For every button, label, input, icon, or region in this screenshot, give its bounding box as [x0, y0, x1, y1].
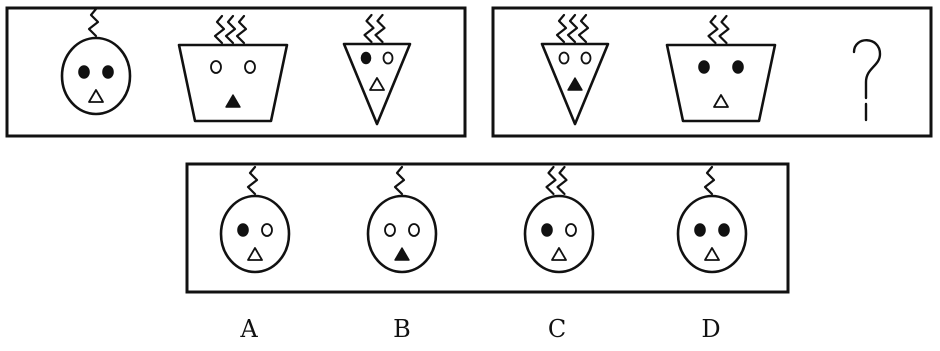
trapezoid-face-shape	[177, 43, 289, 123]
right-eye-icon	[102, 65, 114, 79]
option-label-c[interactable]: C	[548, 315, 566, 343]
right-eye-icon	[718, 223, 730, 237]
steam-squiggle-icon	[566, 13, 579, 44]
mouth-triangle-icon	[704, 247, 720, 261]
question-panel-right	[491, 6, 933, 138]
steam-squiggle-icon	[707, 14, 719, 45]
triangle-face-shape	[540, 42, 610, 126]
mouth-triangle-icon	[88, 89, 104, 103]
option-figure-b	[366, 165, 438, 274]
question-figure-2	[177, 14, 289, 123]
right-eye-icon	[732, 60, 744, 74]
question-figure-3	[342, 13, 412, 126]
steam-squiggle-icon	[363, 13, 375, 44]
left-eye-icon	[384, 223, 396, 237]
steam-squiggle-icon	[246, 165, 259, 196]
option-figure-c	[523, 165, 595, 274]
steam-squiggle-icon	[87, 7, 100, 38]
mouth-triangle-icon	[567, 77, 583, 91]
right-eye-icon	[261, 223, 273, 237]
option-label-b[interactable]: B	[393, 315, 411, 343]
left-eye-icon	[360, 51, 372, 65]
circle-face-shape	[523, 194, 595, 274]
trapezoid-face-shape	[665, 43, 777, 123]
left-eye-icon	[541, 223, 553, 237]
left-eye-icon	[558, 51, 570, 65]
question-figure-4	[540, 13, 610, 126]
right-eye-icon	[382, 51, 394, 65]
mouth-triangle-icon	[394, 247, 410, 261]
circle-face-shape	[60, 36, 132, 116]
circle-face-shape	[219, 194, 291, 274]
steam-squiggle-icon	[545, 165, 557, 196]
options-panel	[185, 162, 790, 294]
right-eye-icon	[565, 223, 577, 237]
circle-face-shape	[366, 194, 438, 274]
question-figure-6	[852, 39, 882, 122]
left-eye-icon	[698, 60, 710, 74]
mouth-triangle-icon	[225, 94, 241, 108]
left-eye-icon	[694, 223, 706, 237]
steam-squiggle-icon	[703, 165, 716, 196]
circle-face-shape	[676, 194, 748, 274]
option-label-d[interactable]: D	[701, 315, 720, 343]
steam-squiggle-icon	[235, 14, 248, 45]
question-mark-curve	[852, 39, 882, 100]
option-label-a[interactable]: A	[239, 315, 258, 343]
steam-squiggle-icon	[555, 13, 568, 44]
triangle-face-shape	[342, 42, 412, 126]
mouth-triangle-icon	[369, 77, 385, 91]
question-figure-5	[665, 14, 777, 123]
right-eye-icon	[580, 51, 592, 65]
option-figure-d	[676, 165, 748, 274]
right-eye-icon	[408, 223, 420, 237]
question-figure-1	[60, 7, 132, 116]
steam-squiggle-icon	[393, 165, 406, 196]
steam-squiggle-icon	[213, 14, 226, 45]
mouth-triangle-icon	[551, 247, 567, 261]
option-figure-a	[219, 165, 291, 274]
left-eye-icon	[78, 65, 90, 79]
right-eye-icon	[244, 60, 256, 74]
steam-squiggle-icon	[374, 13, 386, 44]
mouth-triangle-icon	[247, 247, 263, 261]
steam-squiggle-icon	[556, 165, 568, 196]
steam-squiggle-icon	[718, 14, 730, 45]
steam-squiggle-icon	[224, 14, 237, 45]
left-eye-icon	[210, 60, 222, 74]
mouth-triangle-icon	[713, 94, 729, 108]
question-panel-left	[5, 6, 467, 138]
left-eye-icon	[237, 223, 249, 237]
steam-squiggle-icon	[577, 13, 590, 44]
